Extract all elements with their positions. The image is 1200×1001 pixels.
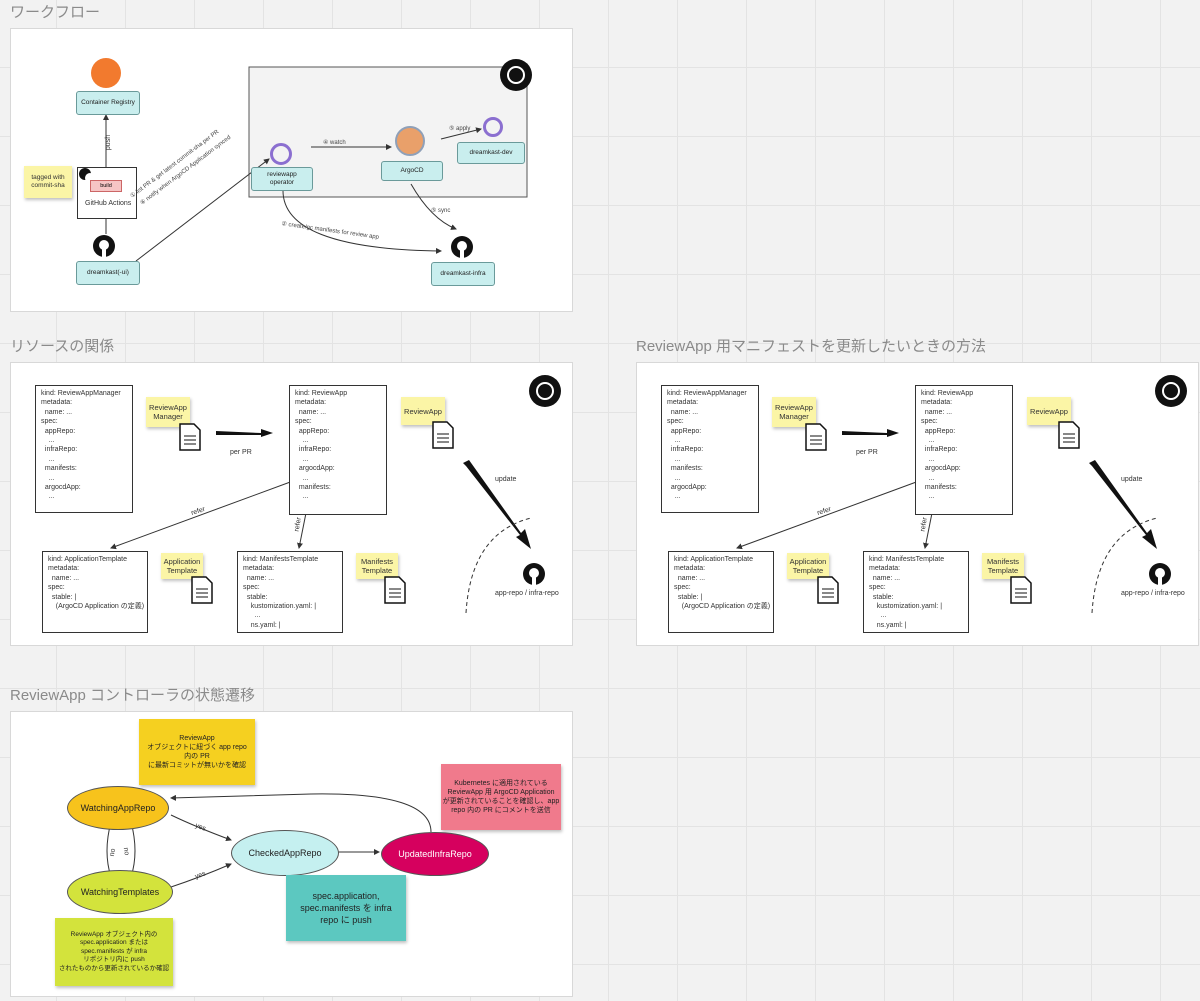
state-checked-app-repo[interactable]: CheckedAppRepo [231,830,339,876]
tagged-note: tagged with commit-sha [24,166,72,198]
github-actions-icon [79,168,95,190]
dreamkast-ui-github-icon [93,235,115,257]
apptemplate-document-icon [817,576,839,604]
sticky-manager: ReviewApp Manager [772,397,816,427]
section-title-update-method: ReviewApp 用マニフェストを更新したいときの方法 [636,338,987,355]
reviewapp-document-icon [432,421,454,449]
push-label: push [105,134,113,151]
sync-label: ⑤ sync [431,208,451,214]
state-watching-templates[interactable]: WatchingTemplates [67,870,173,914]
argocd-icon [395,126,425,156]
manifeststemplate-block: kind: ManifestsTemplate metadata: name: … [863,551,969,633]
repos-label: app-repo / infra-repo [1121,590,1185,597]
sticky-apptemplate: Application Template [787,553,829,579]
container-registry-icon [91,58,121,88]
argocd-node[interactable]: ArgoCD [381,161,443,181]
no-label-2: no [121,847,131,856]
section-title-state: ReviewApp コントローラの状態遷移 [10,687,256,704]
manager-document-icon [805,423,827,451]
manager-document-icon [179,423,201,451]
per-pr-label: per PR [856,449,878,456]
repos-label: app-repo / infra-repo [495,590,559,597]
no-label-1: no [108,848,118,857]
sticky-reviewapp: ReviewApp [401,397,445,425]
reviewapp-operator-node[interactable]: reviewapp operator [251,167,313,191]
apptemplate-document-icon [191,576,213,604]
workflow-frame[interactable]: Container Registry push build GitHub Act… [10,28,573,312]
update-method-frame[interactable]: kind: ReviewAppManager metadata: name: .… [636,362,1199,646]
manager-block: kind: ReviewAppManager metadata: name: .… [661,385,759,513]
sticky-manifests: Manifests Template [982,553,1024,579]
sticky-reviewapp: ReviewApp [1027,397,1071,425]
dreamkast-dev-node[interactable]: dreamkast-dev [457,142,525,164]
dev-icon [483,117,503,137]
manifests-document-icon [384,576,406,604]
sticky-apptemplate: Application Template [161,553,203,579]
apptemplate-block: kind: ApplicationTemplate metadata: name… [42,551,148,633]
dreamkast-infra-node[interactable]: dreamkast-infra [431,262,495,286]
section-title-workflow: ワークフロー [10,4,101,21]
update-label: update [495,476,517,483]
kubernetes-icon [500,59,532,91]
github-actions-label: GitHub Actions [85,200,132,207]
sticky-manifests: Manifests Template [356,553,398,579]
manifeststemplate-block: kind: ManifestsTemplate metadata: name: … [237,551,343,633]
reviewapp-document-icon [1058,421,1080,449]
section-title-resources: リソースの関係 [10,338,115,355]
kubernetes-icon [529,375,561,407]
reviewapp-block: kind: ReviewApp metadata: name: ... spec… [915,385,1013,515]
kubernetes-icon [1155,375,1187,407]
watch-label: ④ watch [323,140,346,146]
note-pink: Kubernetes に適用されている ReviewApp 用 ArgoCD A… [441,764,561,830]
manager-block: kind: ReviewAppManager metadata: name: .… [35,385,133,513]
reviewapp-block: kind: ReviewApp metadata: name: ... spec… [289,385,387,515]
repo-github-icon [1149,563,1171,585]
update-method-connectors [736,429,1158,614]
manifests-document-icon [1010,576,1032,604]
note-green: ReviewApp オブジェクト内の spec.application または … [55,918,173,986]
repo-github-icon [523,563,545,585]
apptemplate-block: kind: ApplicationTemplate metadata: name… [668,551,774,633]
dreamkast-infra-github-icon [451,236,473,258]
note-teal: spec.application, spec.manifests を infra… [286,875,406,941]
build-badge: build [90,180,122,192]
state-watching-app-repo[interactable]: WatchingAppRepo [67,786,169,830]
per-pr-label: per PR [230,449,252,456]
state-frame[interactable]: ReviewApp オブジェクトに紐づく app repo 内の PR に最新コ… [10,711,573,997]
operator-icon [270,143,292,165]
sticky-manager: ReviewApp Manager [146,397,190,427]
state-updated-infra-repo[interactable]: UpdatedInfraRepo [381,832,489,876]
dreamkast-ui-node[interactable]: dreamkast(-ui) [76,261,140,285]
apply-label: ⑤ apply [449,126,471,132]
update-label: update [1121,476,1143,483]
container-registry-node[interactable]: Container Registry [76,91,140,115]
note-top: ReviewApp オブジェクトに紐づく app repo 内の PR に最新コ… [139,719,255,785]
resources-connectors [110,429,532,614]
resources-frame[interactable]: kind: ReviewAppManager metadata: name: .… [10,362,573,646]
